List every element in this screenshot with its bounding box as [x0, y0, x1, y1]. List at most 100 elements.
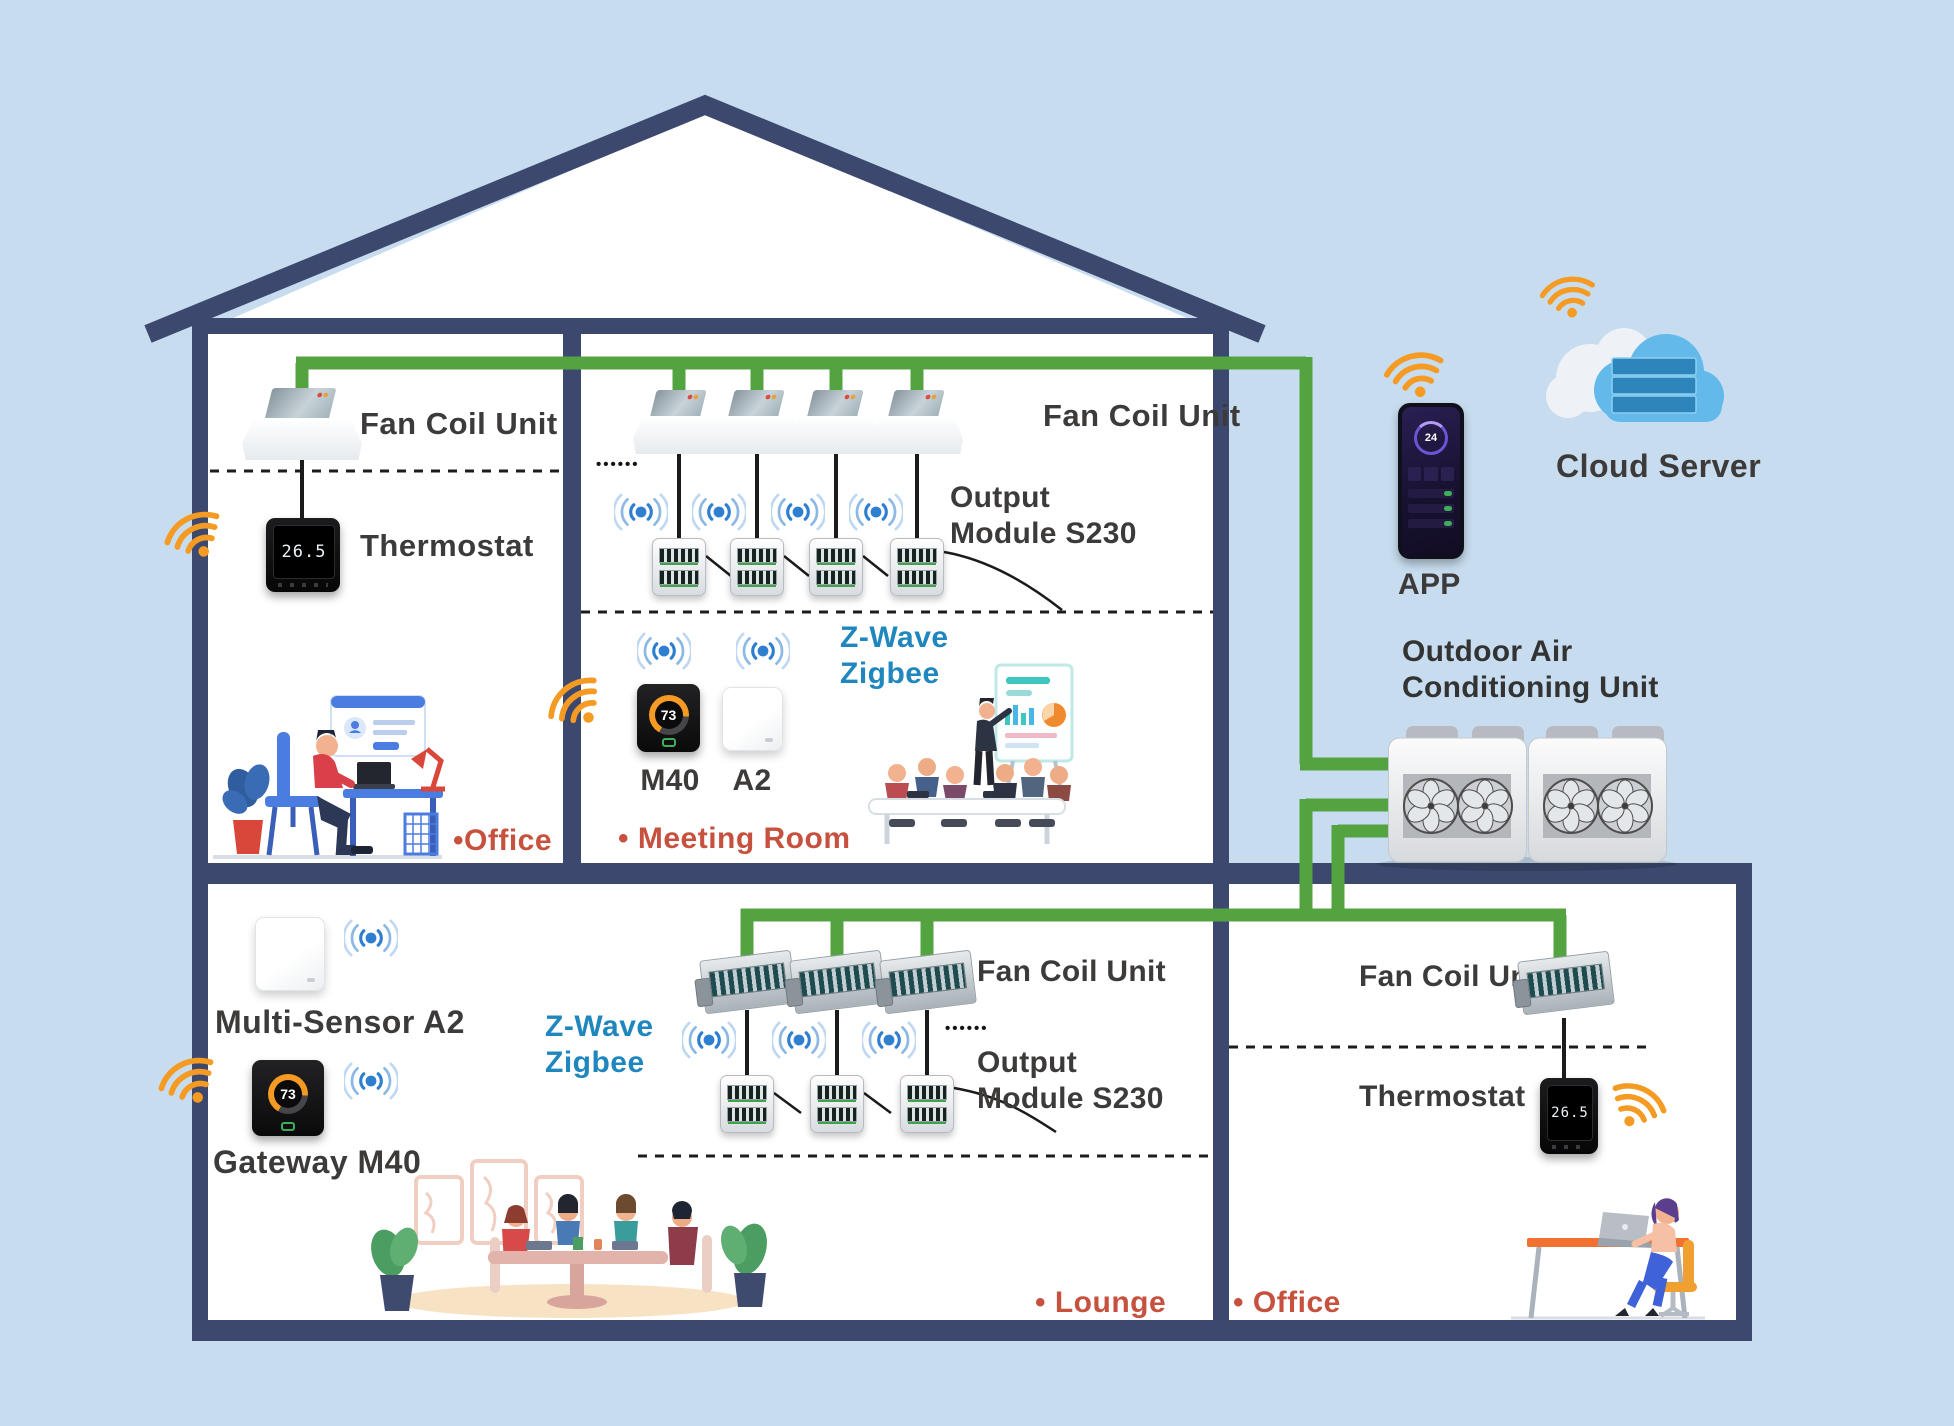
- smartphone-app: 24: [1398, 403, 1464, 559]
- app-tiles: [1408, 467, 1454, 481]
- more-units-ellipsis: ••••••: [596, 456, 640, 473]
- thermostat-label: Thermostat: [360, 528, 534, 563]
- protocol-label-zigbee: Zigbee: [545, 1046, 645, 1079]
- ceiling-cassette-fan-coil-unit: [633, 390, 725, 454]
- wireless-signal-icon: [771, 493, 825, 531]
- duct-fan-coil-unit: [694, 949, 797, 1015]
- interior-wall-top: [563, 334, 581, 863]
- cloud-server-icon: [1546, 328, 1724, 422]
- right-wall-top: [1213, 334, 1229, 863]
- ceiling-cassette-fan-coil-unit: [242, 388, 362, 460]
- room-label-meeting: • Meeting Room: [618, 822, 851, 855]
- ceiling-cassette-fan-coil-unit: [711, 390, 803, 454]
- wifi-icon: [548, 677, 598, 724]
- gateway-ring: 73: [268, 1074, 308, 1115]
- output-module-label-line1: Output: [977, 1046, 1078, 1079]
- output-module-s230: [720, 1075, 774, 1133]
- gateway-temp: 73: [660, 706, 677, 723]
- thermostat-device: 26.5: [266, 518, 340, 592]
- fan-coil-panel: [711, 416, 803, 454]
- room-label-office-top: •Office: [453, 824, 553, 857]
- output-module-s230: [810, 1075, 864, 1133]
- fan-coil-label: Fan Coil Unit: [1043, 398, 1241, 433]
- duct-fan-coil-unit: [874, 949, 977, 1015]
- wireless-signal-icon: [736, 632, 790, 670]
- app-temp-ring: 24: [1414, 421, 1448, 455]
- ceiling-cassette-fan-coil-unit: [871, 390, 963, 454]
- wireless-signal-icon: [614, 493, 668, 531]
- gateway-label: M40: [640, 764, 700, 797]
- outdoor-ac-unit: [1388, 726, 1527, 863]
- protocol-label-zwave: Z-Wave: [840, 621, 949, 654]
- protocol-label-zwave: Z-Wave: [545, 1010, 654, 1043]
- gateway-m40-label: Gateway M40: [213, 1144, 422, 1180]
- top-ceiling: [192, 318, 1229, 334]
- wireless-signal-icon: [692, 493, 746, 531]
- protocol-label-zigbee: Zigbee: [840, 657, 940, 690]
- outdoor-ac-unit: [1528, 726, 1667, 863]
- multi-sensor-a2-device: [722, 687, 783, 751]
- fan-coil-top-box: [806, 390, 864, 420]
- fan-coil-label: Fan Coil Unit: [360, 406, 558, 441]
- wireless-signal-icon: [772, 1021, 826, 1059]
- gateway-m40-device: 73: [637, 684, 700, 752]
- gateway-ring: 73: [648, 694, 689, 735]
- room-label-lounge: • Lounge: [1035, 1286, 1167, 1319]
- room-label-office-bottom: • Office: [1233, 1286, 1341, 1319]
- multi-sensor-a2-device: [255, 917, 325, 991]
- thermostat-device: 26.5: [1540, 1078, 1598, 1154]
- lounge-people-illustration: [371, 1159, 767, 1318]
- device-wires: [300, 448, 1566, 1134]
- thermostat-screen: 26.5: [1547, 1085, 1593, 1141]
- mid-floor: [192, 863, 1752, 884]
- office-worker-illustration: [213, 695, 445, 859]
- dashed-ceiling-lines: [210, 469, 1648, 1158]
- cloud-server-label: Cloud Server: [1556, 448, 1762, 484]
- output-module-s230: [900, 1075, 954, 1133]
- wireless-signal-icon: [682, 1021, 736, 1059]
- thermostat-screen: 26.5: [273, 525, 335, 579]
- wireless-signal-icon: [344, 1062, 398, 1100]
- wifi-icon: [1539, 276, 1595, 318]
- more-units-ellipsis: ••••••: [945, 1020, 989, 1037]
- output-module-s230: [730, 538, 784, 596]
- sensor-label: A2: [732, 764, 772, 797]
- right-wall-bottom: [1736, 863, 1752, 1341]
- output-module-s230: [809, 538, 863, 596]
- output-module-label-line1: Output: [950, 481, 1051, 514]
- fan-coil-panel: [633, 416, 725, 454]
- fan-coil-panel: [871, 416, 963, 454]
- wifi-icon: [158, 1057, 214, 1103]
- thermostat-temp: 26.5: [1551, 1105, 1589, 1121]
- output-module-label-line2: Module S230: [950, 517, 1137, 550]
- app-temp: 24: [1424, 432, 1438, 444]
- refrigerant-pipes: [295, 356, 1567, 962]
- fan-coil-panel: [242, 418, 362, 460]
- ceiling-cassette-fan-coil-unit: [790, 390, 882, 454]
- wireless-signal-icon: [344, 919, 398, 957]
- wireless-signal-icon: [849, 493, 903, 531]
- bottom-floor-room: [192, 884, 1752, 1320]
- fan-coil-label: Fan Coil Unit: [977, 955, 1166, 988]
- fan-coil-top-box: [649, 390, 707, 420]
- fan-coil-panel: [790, 416, 882, 454]
- duct-fan-coil-unit: [1512, 950, 1615, 1016]
- outdoor-unit-label-line2: Conditioning Unit: [1402, 671, 1659, 704]
- office-woman-illustration: [1511, 1198, 1705, 1320]
- output-module-s230: [890, 538, 944, 596]
- wifi-icon: [1612, 1083, 1667, 1127]
- fan-coil-top-box: [887, 390, 945, 420]
- duct-fan-coil-unit: [784, 949, 887, 1015]
- wifi-icon: [164, 511, 220, 557]
- wireless-signal-icon: [637, 632, 691, 670]
- thermostat-keys: [1552, 1145, 1586, 1149]
- outdoor-unit-label-line1: Outdoor Air: [1402, 635, 1573, 668]
- multi-sensor-label: Multi-Sensor A2: [215, 1004, 465, 1040]
- ground-floor: [192, 1320, 1752, 1341]
- app-screen: 24: [1402, 407, 1460, 555]
- wifi-icon: [1383, 352, 1444, 398]
- output-module-label-line2: Module S230: [977, 1082, 1164, 1115]
- app-list-rows: [1408, 489, 1454, 528]
- gateway-m40-device: 73: [252, 1060, 324, 1136]
